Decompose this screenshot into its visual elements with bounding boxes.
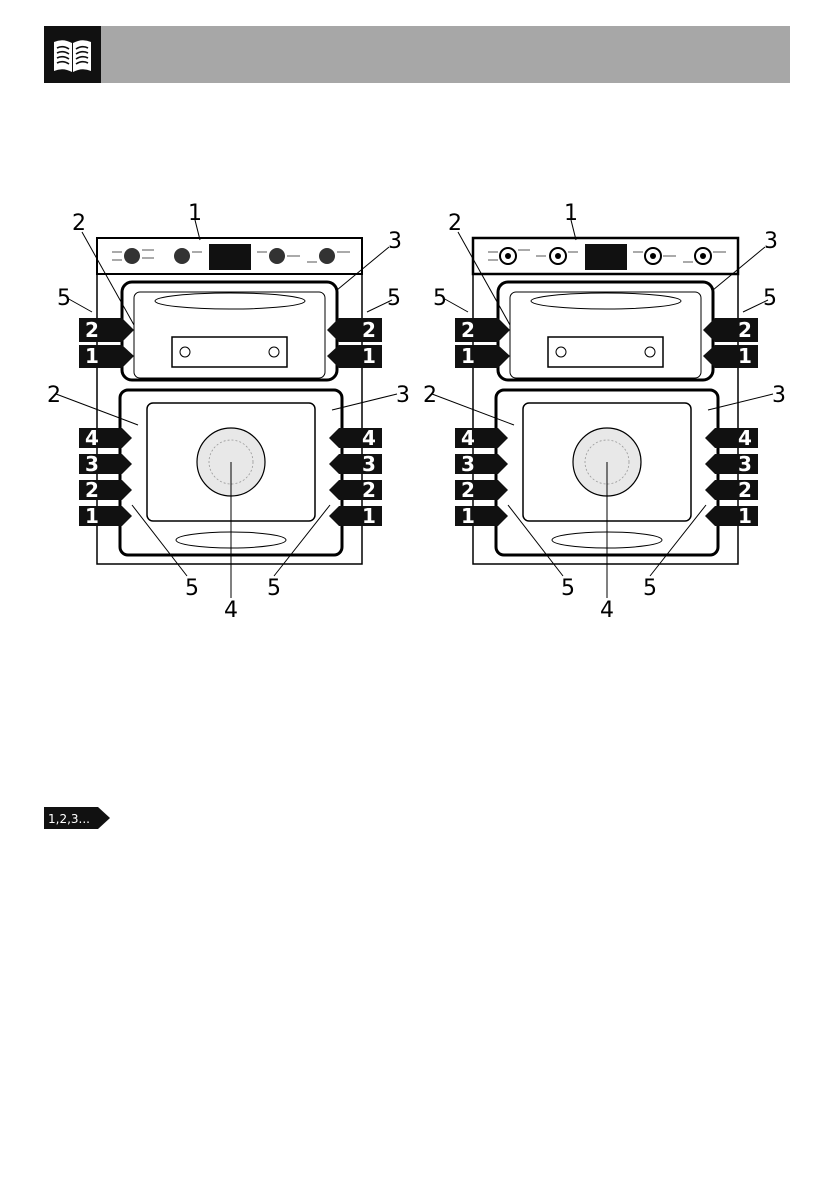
- level-label: 1: [738, 344, 752, 368]
- callout-number: 5: [433, 286, 447, 311]
- callout-number: 5: [561, 576, 575, 601]
- book-icon: [44, 26, 101, 83]
- level-label: 2: [85, 478, 99, 502]
- level-label: 2: [362, 318, 376, 342]
- level-label: 4: [362, 426, 376, 450]
- callout-number: 3: [388, 229, 402, 254]
- level-label: 4: [461, 426, 475, 450]
- callout-number: 4: [600, 598, 614, 620]
- level-label: 1: [85, 504, 99, 528]
- oven-figure-knobs: 2 1 2 1 4 3 2 1 4 3 2 1 1 2 3 5 5 2 3 5 …: [42, 200, 422, 620]
- level-label: 3: [738, 452, 752, 476]
- level-label: 1: [362, 504, 376, 528]
- level-label: 3: [461, 452, 475, 476]
- callout-number: 3: [396, 383, 410, 408]
- callout-number: 5: [57, 286, 71, 311]
- level-label: 2: [362, 478, 376, 502]
- header-bar: [44, 26, 790, 83]
- callout-number: 4: [224, 598, 238, 620]
- level-label: 3: [85, 452, 99, 476]
- callout-number: 1: [188, 201, 202, 226]
- oven-figure-touch: 2 1 2 1 4 3 2 1 4 3 2 1 1 2 3 5 5 2 3 5 …: [418, 200, 798, 620]
- reference-marker-label: 1,2,3...: [48, 812, 90, 826]
- callout-number: 5: [185, 576, 199, 601]
- callout-number: 2: [448, 211, 462, 236]
- level-label: 2: [738, 478, 752, 502]
- reference-marker: 1,2,3...: [44, 807, 110, 829]
- level-label: 1: [461, 344, 475, 368]
- callout-number: 1: [564, 201, 578, 226]
- level-label: 4: [738, 426, 752, 450]
- level-label: 1: [461, 504, 475, 528]
- level-label: 1: [85, 344, 99, 368]
- oven-diagram: 2 1 2 1 4 3 2 1 4 3 2 1 1 2 3 5 5 2 3 5 …: [42, 200, 422, 620]
- callout-number: 5: [763, 286, 777, 311]
- callout-number: 5: [643, 576, 657, 601]
- callout-number: 5: [387, 286, 401, 311]
- level-label: 2: [461, 318, 475, 342]
- level-label: 4: [85, 426, 99, 450]
- callout-number: 2: [72, 211, 86, 236]
- level-label: 2: [738, 318, 752, 342]
- callout-number: 2: [47, 383, 61, 408]
- callout-number: 2: [423, 383, 437, 408]
- callout-number: 5: [267, 576, 281, 601]
- callout-number: 3: [772, 383, 786, 408]
- level-label: 3: [362, 452, 376, 476]
- callout-number: 3: [764, 229, 778, 254]
- level-label: 1: [362, 344, 376, 368]
- level-label: 2: [85, 318, 99, 342]
- level-label: 2: [461, 478, 475, 502]
- level-label: 1: [738, 504, 752, 528]
- oven-diagram: 2 1 2 1 4 3 2 1 4 3 2 1 1 2 3 5 5 2 3 5 …: [418, 200, 798, 620]
